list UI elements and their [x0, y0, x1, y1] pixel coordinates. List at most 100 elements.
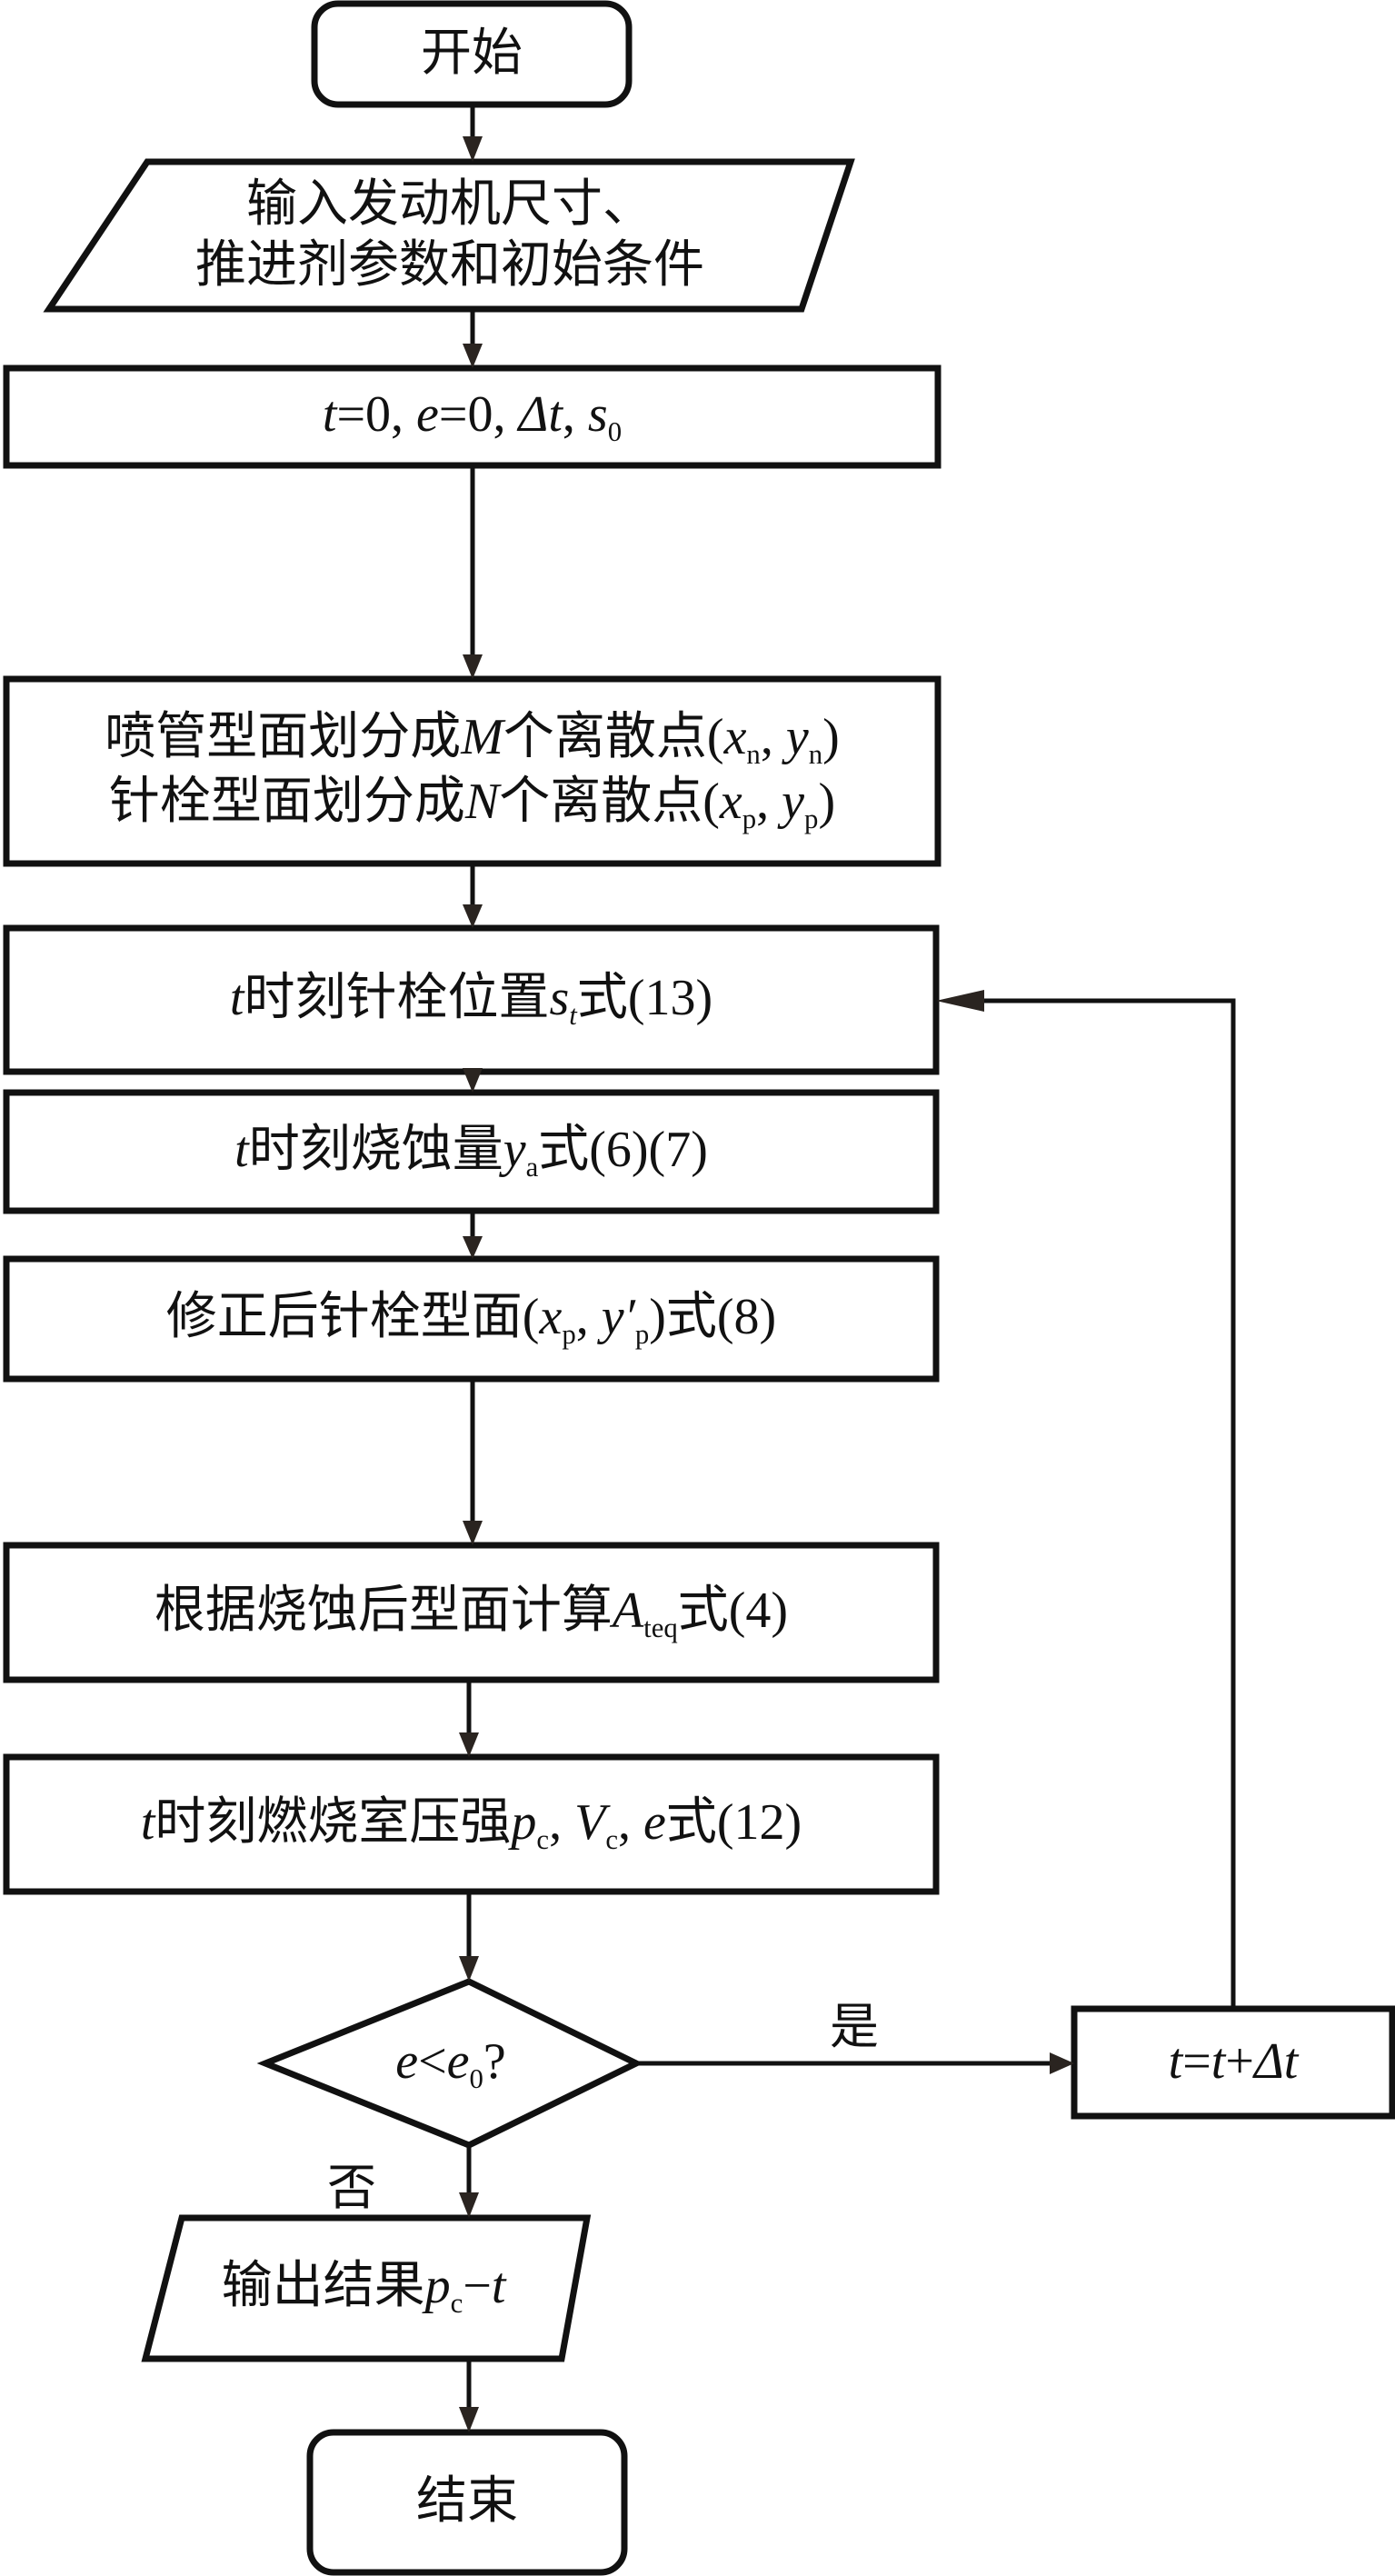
var-x: x: [723, 708, 747, 765]
input-io-shape: [43, 158, 855, 313]
var-delta-t: Δt: [1253, 2033, 1299, 2091]
plus: +: [1225, 2033, 1254, 2091]
init-process-shape: [3, 364, 942, 469]
pressure-process-shape: [3, 1753, 940, 1895]
question-mark: ?: [483, 2032, 506, 2090]
discretize-process-shape: [3, 675, 942, 867]
throat-area-process-shape: [3, 1542, 940, 1683]
text: 输出结果: [221, 2258, 425, 2315]
arrowhead-icon: [1050, 2052, 1074, 2074]
sub-p: p: [562, 1318, 576, 1350]
var-e: e: [643, 1793, 666, 1851]
sep: ,: [575, 1288, 602, 1345]
equation-ref: 式(4): [677, 1582, 789, 1639]
erosion-node: t时刻烧蚀量ya式(6)(7): [6, 1093, 936, 1211]
var-t: t: [322, 386, 337, 444]
pintle-position-node: t时刻针栓位置st式(13): [6, 928, 936, 1072]
var-x: x: [719, 773, 742, 830]
less-than: <: [418, 2032, 447, 2090]
sub-c: c: [450, 2287, 463, 2319]
text: 根据烧蚀后型面计算: [154, 1582, 613, 1639]
sub-p: p: [804, 803, 819, 834]
end-node: 结束: [310, 2432, 624, 2572]
equation-ref: 式(12): [665, 1793, 802, 1851]
arrowhead-icon: [459, 1956, 479, 1982]
output-io-shape: [141, 2214, 592, 2362]
edge-increment-loop-back: [984, 998, 1236, 2009]
var-y: y: [503, 1121, 526, 1178]
arrowhead-icon: [463, 904, 483, 928]
var-t: t: [140, 1793, 155, 1851]
var-t: t: [234, 1121, 249, 1178]
pressure-node: t时刻燃烧室压强pc, Vc, e式(12): [6, 1757, 936, 1892]
arrowhead-icon: [459, 1732, 479, 1757]
arrowhead-icon: [463, 1068, 483, 1093]
input-line-1: 输入发动机尺寸、: [246, 175, 653, 233]
sub-p: p: [742, 803, 757, 834]
text: 时刻烧蚀量: [248, 1121, 503, 1178]
edge-label-yes: 是: [830, 2000, 879, 2054]
sep: ,: [760, 708, 786, 765]
var-m: M: [461, 708, 503, 765]
var-t: t: [1211, 2033, 1226, 2091]
var-x: x: [539, 1288, 563, 1345]
text: 时刻燃烧室压强: [154, 1793, 512, 1851]
equation-ref: 式(13): [576, 969, 713, 1026]
end-label: 结束: [416, 2473, 518, 2531]
sub-0: 0: [469, 2062, 483, 2094]
var-delta-t: Δt: [518, 386, 563, 444]
start-terminal-shape: [311, 0, 633, 108]
increment-node: t=t+Δt: [1074, 2009, 1392, 2116]
var-y: y: [785, 708, 809, 765]
erosion-text: t时刻烧蚀量ya式(6)(7): [234, 1120, 708, 1184]
input-node: 输入发动机尺寸、 推进剂参数和初始条件: [91, 162, 809, 309]
var-t: t: [1168, 2033, 1183, 2091]
output-text: 输出结果pc−t: [222, 2256, 506, 2321]
sub-c: c: [536, 1823, 550, 1855]
pressure-text: t时刻燃烧室压强pc, Vc, e式(12): [141, 1792, 802, 1857]
paren: ): [649, 1288, 666, 1345]
var-t: t: [229, 969, 244, 1026]
dash: −: [463, 2258, 492, 2315]
var-a: A: [612, 1582, 644, 1639]
paren: ): [818, 773, 836, 830]
corrected-profile-process-shape: [3, 1255, 940, 1383]
var-p: p: [424, 2258, 451, 2315]
decision-text: e<e0?: [395, 2032, 506, 2096]
var-e: e: [416, 386, 439, 444]
eq-zero: =0,: [336, 386, 417, 444]
discretize-node: 喷管型面划分成M个离散点(xn, yn) 针栓型面划分成N个离散点(xp, yp…: [6, 679, 938, 864]
throat-area-text: 根据烧蚀后型面计算Ateq式(4): [154, 1581, 788, 1645]
init-node: t=0, e=0, Δt, s0: [6, 368, 938, 465]
start-node: 开始: [314, 4, 629, 105]
arrowhead-icon: [459, 2192, 479, 2218]
eq-zero: =0,: [438, 386, 519, 444]
sub-teq: teq: [643, 1612, 678, 1643]
discretize-line-2: 针栓型面划分成N个离散点(xp, yp): [109, 772, 835, 836]
var-y: y: [782, 773, 805, 830]
var-v: V: [574, 1793, 606, 1851]
text: 时刻针栓位置: [244, 969, 550, 1026]
var-p: p: [511, 1793, 537, 1851]
increment-text: t=t+Δt: [1169, 2032, 1299, 2092]
text: 针栓型面划分成: [108, 773, 465, 830]
end-terminal-shape: [306, 2429, 628, 2576]
sub-c: c: [605, 1823, 618, 1855]
arrowhead-icon: [936, 990, 984, 1012]
sub-p: p: [634, 1318, 650, 1350]
var-s: s: [587, 386, 608, 444]
throat-area-node: 根据烧蚀后型面计算Ateq式(4): [6, 1545, 936, 1680]
sub-n: n: [746, 738, 761, 770]
text: 个离散点(: [503, 708, 724, 765]
arrowhead-icon: [463, 654, 483, 679]
arrowhead-icon: [463, 344, 483, 368]
var-y-prime: y′: [601, 1288, 635, 1345]
var-s: s: [549, 969, 570, 1026]
sep: ,: [549, 1793, 575, 1851]
output-node: 输出结果pc−t: [154, 2218, 573, 2359]
init-text: t=0, e=0, Δt, s0: [322, 386, 623, 447]
edge-label-no: 否: [327, 2161, 376, 2215]
input-line-2: 推进剂参数和初始条件: [195, 237, 704, 294]
var-e: e: [395, 2032, 419, 2090]
sub-t: t: [569, 999, 577, 1031]
